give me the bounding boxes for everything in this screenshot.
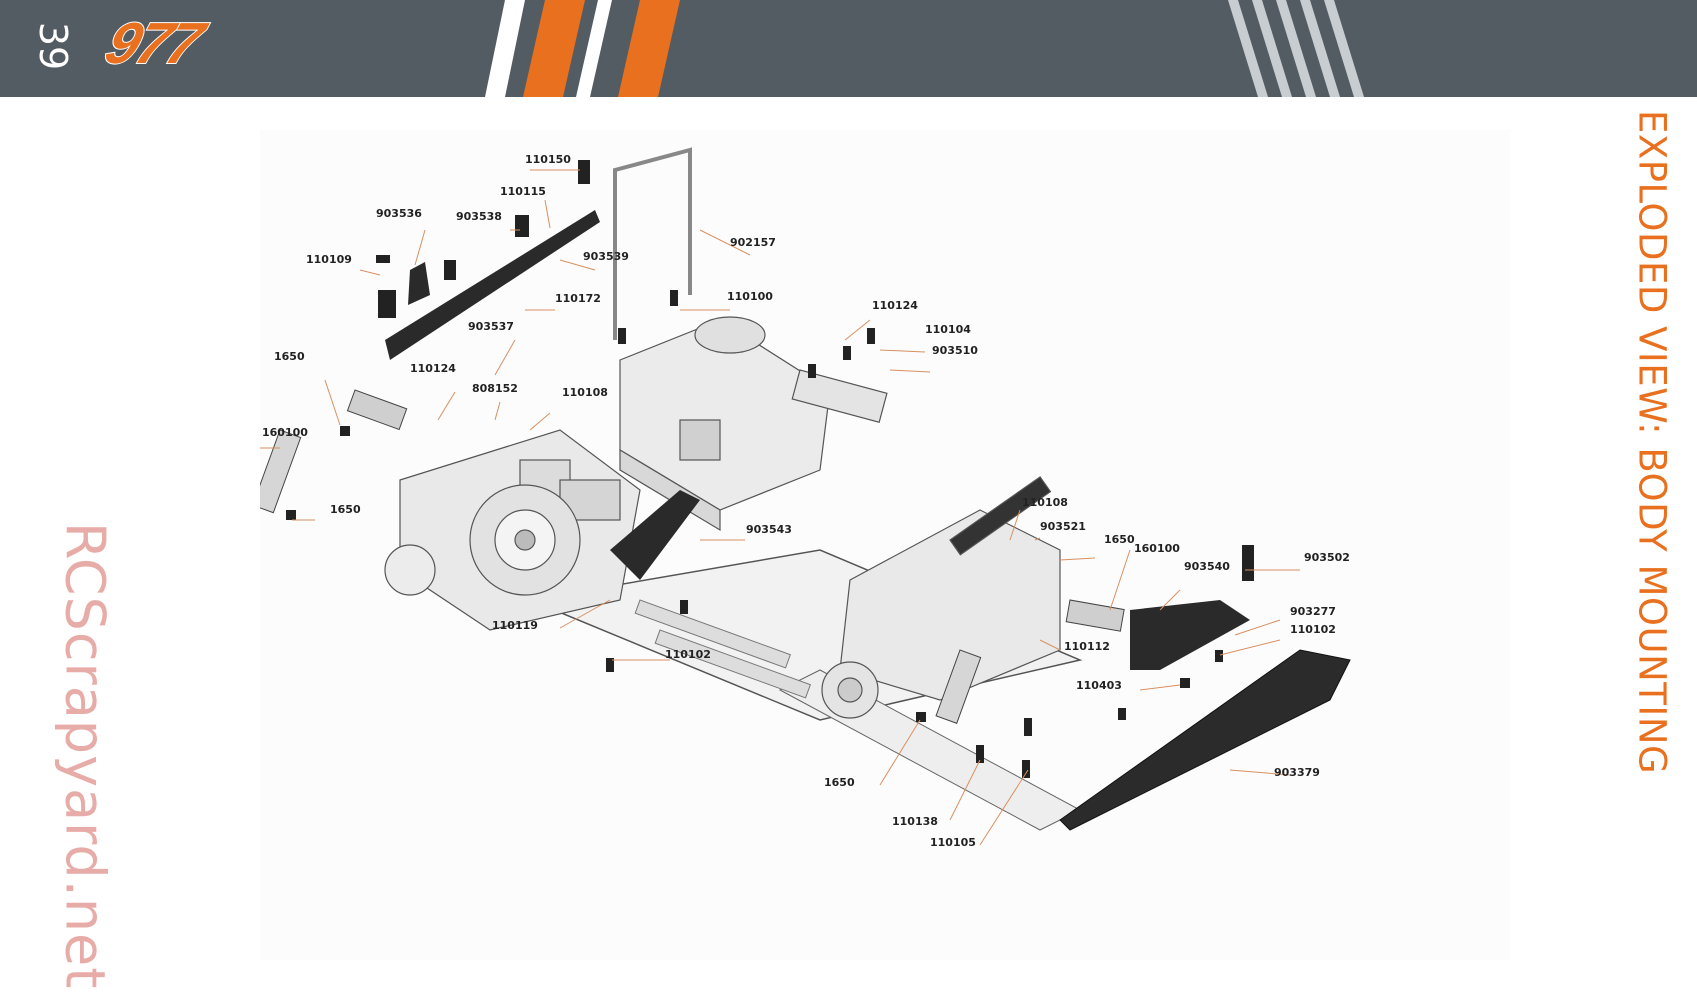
body-post — [610, 490, 700, 580]
part-label: 110102 — [665, 648, 711, 661]
part-label: 903543 — [746, 523, 792, 536]
radio-box — [619, 316, 888, 532]
part-label: 110104 — [925, 323, 971, 336]
part-label: 110112 — [1064, 640, 1110, 653]
part-label: 903510 — [932, 344, 978, 357]
body-mount-bracket — [408, 262, 430, 305]
part-label: 903536 — [376, 207, 422, 220]
part-label: 110115 — [500, 185, 546, 198]
body-mount-bar — [385, 210, 600, 360]
front-bumper — [1059, 649, 1351, 831]
section-title-text: EXPLODED VIEW: BODY MOUNTING — [1630, 110, 1674, 775]
part-label: 902157 — [730, 236, 776, 249]
page-number: 39 — [31, 21, 75, 71]
part-label: 110124 — [410, 362, 456, 375]
part-label: 110108 — [1022, 496, 1068, 509]
watermark-text: RCScrapyard.net — [53, 522, 117, 990]
part-label: 903540 — [1184, 560, 1230, 573]
leader-lines — [260, 169, 1300, 846]
watermark: RCScrapyard.net — [54, 522, 117, 989]
wire-rollbar — [613, 147, 692, 340]
part-label: 110403 — [1076, 679, 1122, 692]
part-label: 903277 — [1290, 605, 1336, 618]
part-label: 160100 — [1134, 542, 1180, 555]
part-label: 110119 — [492, 619, 538, 632]
part-label: 1650 — [1104, 533, 1135, 546]
part-label: 1650 — [274, 350, 305, 363]
part-label: 903379 — [1274, 766, 1320, 779]
part-label: 903539 — [583, 250, 629, 263]
part-label: 110105 — [930, 836, 976, 849]
part-label: 903537 — [468, 320, 514, 333]
part-label: 808152 — [472, 382, 518, 395]
part-label: 110172 — [555, 292, 601, 305]
diagram-drawing — [260, 147, 1351, 846]
front-shock — [935, 599, 1125, 724]
part-label: 903502 — [1304, 551, 1350, 564]
front-body-mount — [1130, 600, 1250, 670]
part-label: 110138 — [892, 815, 938, 828]
part-label: 110150 — [525, 153, 571, 166]
part-label: 110100 — [727, 290, 773, 303]
section-title: EXPLODED VIEW: BODY MOUNTING — [1628, 110, 1676, 782]
part-label: 110109 — [306, 253, 352, 266]
screws — [286, 160, 1254, 778]
rear-gearbox — [384, 429, 641, 631]
part-label: 903521 — [1040, 520, 1086, 533]
part-label: 110108 — [562, 386, 608, 399]
part-label: 1650 — [824, 776, 855, 789]
part-label: 1650 — [330, 503, 361, 516]
header-band: 39 977 — [0, 0, 1697, 97]
chassis-slot — [634, 599, 791, 669]
front-suspension — [821, 476, 1061, 719]
part-label: 110102 — [1290, 623, 1336, 636]
part-label: 160100 — [262, 426, 308, 439]
header-stripes — [485, 0, 1364, 97]
rear-shock — [260, 389, 408, 514]
brand-logo: 977 — [97, 10, 211, 77]
chassis-slot — [654, 629, 811, 699]
part-label: 903538 — [456, 210, 502, 223]
part-label: 110124 — [872, 299, 918, 312]
exploded-view-diagram: 110150 110115 903536 903538 902157 11010… — [260, 130, 1510, 960]
